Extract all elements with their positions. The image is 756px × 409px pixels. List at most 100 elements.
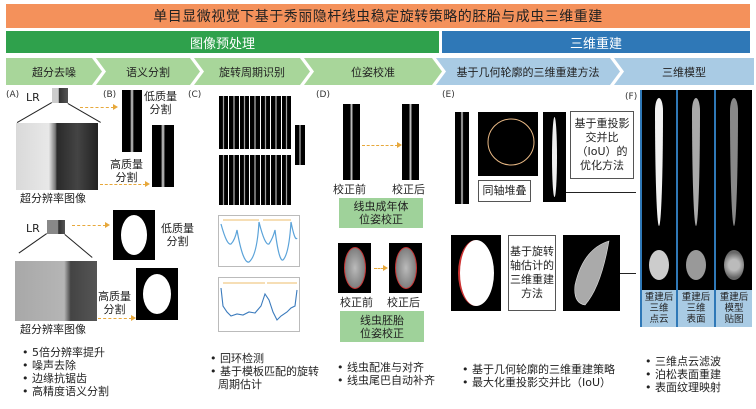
- step-super-resolution: 超分去噪: [6, 58, 102, 85]
- caption-surface: 重建后三维表面: [676, 290, 714, 327]
- arrow-to-model: [566, 192, 636, 193]
- template-frame: [295, 125, 305, 165]
- text: 三维: [686, 303, 706, 314]
- text: 线虫成年体: [353, 200, 409, 213]
- adult-projection: [455, 112, 469, 204]
- text: 重建后: [719, 292, 749, 303]
- label-high-quality-embryo: 高质量分割: [98, 290, 131, 316]
- embryo-before-correction: [338, 243, 371, 293]
- text: 点云: [649, 314, 669, 325]
- lr-label-top: LR: [26, 91, 40, 104]
- bullet: 5倍分辨率提升: [22, 346, 109, 359]
- adult-model: [655, 98, 663, 226]
- super-resolution-image-adult: [16, 123, 98, 190]
- frame: [219, 96, 229, 149]
- frame: [250, 96, 260, 149]
- dashed-arrow: [80, 104, 118, 110]
- step-segmentation: 语义分割: [96, 58, 200, 85]
- rotation-axis-method-box: 基于旋转轴估计的三维重建方法: [508, 235, 556, 311]
- label-low-quality-adult: 低质量分割: [144, 90, 177, 116]
- text: 低质量: [144, 90, 177, 103]
- stacked-reconstruction: [543, 112, 566, 202]
- adult-after-correction: [402, 104, 419, 180]
- high-quality-mask-adult: [152, 125, 174, 187]
- text: 基于重投影: [574, 117, 630, 130]
- label-after-embryo: 校正后: [387, 296, 420, 309]
- frame: [281, 155, 291, 205]
- panel-f-tag: (F): [625, 92, 638, 102]
- text: 贴图: [724, 314, 744, 325]
- lr-thumbnail-embryo: [47, 220, 65, 234]
- text: 线虫胚胎: [360, 313, 404, 327]
- step-rotation-period: 旋转周期识别: [194, 58, 310, 85]
- embryo-model: [686, 250, 706, 280]
- embryo: [394, 247, 417, 289]
- circle-trace: [487, 118, 535, 166]
- embryo-model: [724, 250, 744, 280]
- frame: [271, 96, 281, 149]
- panel-c-tag: (C): [188, 90, 202, 100]
- textured-model: [714, 90, 752, 290]
- bullet: 最大化重投影交并比（IoU）: [462, 376, 615, 389]
- frame: [260, 96, 271, 149]
- adult-model: [730, 98, 738, 226]
- frame: [250, 155, 260, 205]
- panel-d-bullets: 线虫配准与对齐 线虫尾巴自动补齐: [337, 361, 435, 387]
- zoom-line: [67, 103, 101, 123]
- coaxial-stack-box: 同轴堆叠: [478, 180, 531, 202]
- panel-a-bullets: 5倍分辨率提升 噪声去除 边缘抗锯齿 高精度语义分割: [22, 346, 109, 398]
- diagram-title: 单目显微视觉下基于秀丽隐杆线虫稳定旋转策略的胚胎与成虫三维重建: [6, 4, 750, 28]
- low-quality-mask-adult: [122, 90, 142, 152]
- caption-point-cloud: 重建后三维点云: [640, 290, 676, 327]
- embryo-projection: [451, 235, 501, 311]
- embryo-mask: [143, 274, 171, 314]
- text: 高质量: [98, 290, 131, 303]
- text: 三维重建: [510, 273, 554, 286]
- caption-sr-adult: 超分辨率图像: [20, 192, 86, 205]
- section-preprocess: 图像预处理: [6, 31, 439, 53]
- text: 基于模板匹配的旋转: [220, 365, 319, 378]
- bullet: 回环检测: [210, 352, 319, 365]
- caption-texture: 重建后模型贴图: [714, 290, 752, 327]
- frame: [260, 155, 271, 205]
- frame: [281, 96, 291, 149]
- text: 分割: [166, 235, 189, 248]
- step-3d-model: 三维模型: [614, 58, 754, 85]
- text: 基于旋转: [510, 245, 554, 258]
- bullet: 边缘抗锯齿: [22, 372, 109, 385]
- dashed-arrow: [362, 142, 402, 148]
- text: 表面: [686, 314, 706, 325]
- section-reconstruction: 三维重建: [442, 31, 750, 53]
- text: 三维: [649, 303, 669, 314]
- embryo-pose-correction-box: 线虫胚胎位姿校正: [340, 311, 424, 342]
- panel-a-tag: (A): [6, 90, 20, 100]
- text: （IoU）的: [576, 145, 628, 158]
- dashed-arrow: [98, 315, 136, 321]
- template-frames-row1: [219, 96, 291, 149]
- adult-model: [692, 98, 700, 226]
- bullet: 基于几何轮廓的三维重建策略: [462, 363, 615, 376]
- step-geometric-reconstruction: 基于几何轮廓的三维重建方法: [436, 58, 620, 85]
- text: 交并比: [585, 131, 619, 144]
- surface-model: [676, 90, 714, 290]
- zoom-line: [16, 102, 52, 123]
- periodic-curve: [220, 219, 298, 263]
- zoom-line: [18, 233, 47, 254]
- text: 轴估计的: [510, 259, 554, 272]
- text: 方法: [521, 287, 543, 300]
- template-frames-row2: [219, 155, 291, 205]
- frame: [229, 155, 239, 205]
- panel-e-tag: (E): [442, 90, 455, 100]
- text: 高质量: [110, 158, 143, 171]
- caption-sr-embryo: 超分辨率图像: [20, 323, 86, 336]
- embryo-reconstruction: [563, 235, 620, 311]
- bullet: 表面纹理映射: [645, 381, 721, 394]
- iou-optimization-box: 基于重投影交并比（IoU）的优化方法: [570, 111, 634, 179]
- text: 周期估计: [218, 378, 262, 391]
- high-quality-mask-embryo: [136, 268, 178, 320]
- bullet: 泊松表面重建: [645, 368, 721, 381]
- coaxial-circle-view: [478, 112, 538, 176]
- embryo-shell: [574, 240, 610, 306]
- text: 重建后: [681, 292, 711, 303]
